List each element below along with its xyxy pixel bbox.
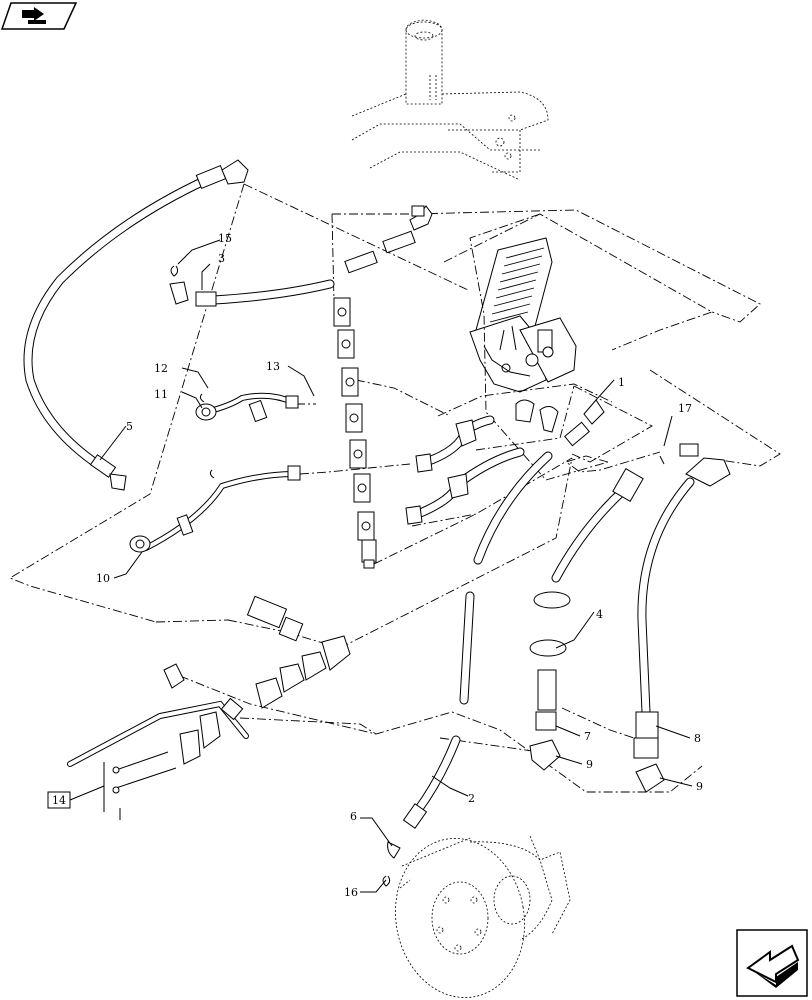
fitting-1 bbox=[564, 399, 605, 447]
callout-5: 5 bbox=[126, 420, 133, 433]
brake-hose-8 bbox=[633, 443, 731, 793]
brake-pedal-master-cylinder bbox=[469, 237, 577, 393]
brake-hose-2 bbox=[382, 451, 553, 887]
reference-lines bbox=[8, 183, 781, 793]
brake-hose-5 bbox=[23, 159, 249, 491]
callout-labels: 1 2 3 4 5 6 7 8 9 9 10 11 12 13 14 15 16… bbox=[47, 232, 703, 899]
callout-13: 13 bbox=[266, 360, 280, 373]
callout-17: 17 bbox=[678, 402, 692, 415]
callout-4: 4 bbox=[596, 608, 603, 621]
brake-hose-7 bbox=[529, 468, 644, 771]
callout-3: 3 bbox=[218, 252, 225, 265]
callout-11: 11 bbox=[154, 388, 168, 401]
callout-9-left: 9 bbox=[586, 758, 593, 771]
callout-10: 10 bbox=[96, 572, 110, 585]
callout-8: 8 bbox=[694, 732, 701, 745]
brake-tube-11 bbox=[195, 392, 299, 423]
callout-14-box: 14 bbox=[47, 791, 71, 809]
callout-16: 16 bbox=[344, 886, 358, 899]
lower-clip-assembly bbox=[67, 595, 351, 820]
callout-1: 1 bbox=[618, 376, 625, 389]
brake-hose-3 bbox=[169, 205, 433, 307]
callout-15: 15 bbox=[218, 232, 232, 245]
brake-tube-10 bbox=[129, 465, 301, 553]
callout-12: 12 bbox=[154, 362, 168, 375]
previous-page-arrow-icon[interactable] bbox=[0, 2, 78, 30]
callout-14: 14 bbox=[52, 794, 66, 807]
hose-clip-stack bbox=[333, 297, 377, 569]
callout-leaders bbox=[69, 239, 693, 893]
master-cylinder-hoses bbox=[405, 399, 559, 525]
callout-6: 6 bbox=[350, 810, 357, 823]
callout-7: 7 bbox=[584, 730, 591, 743]
wheel-hub-brake-disc bbox=[395, 835, 571, 998]
next-page-arrow-icon[interactable] bbox=[736, 929, 808, 997]
pedal-support-bracket bbox=[351, 19, 549, 181]
callout-2: 2 bbox=[468, 792, 475, 805]
callout-9-right: 9 bbox=[696, 780, 703, 793]
